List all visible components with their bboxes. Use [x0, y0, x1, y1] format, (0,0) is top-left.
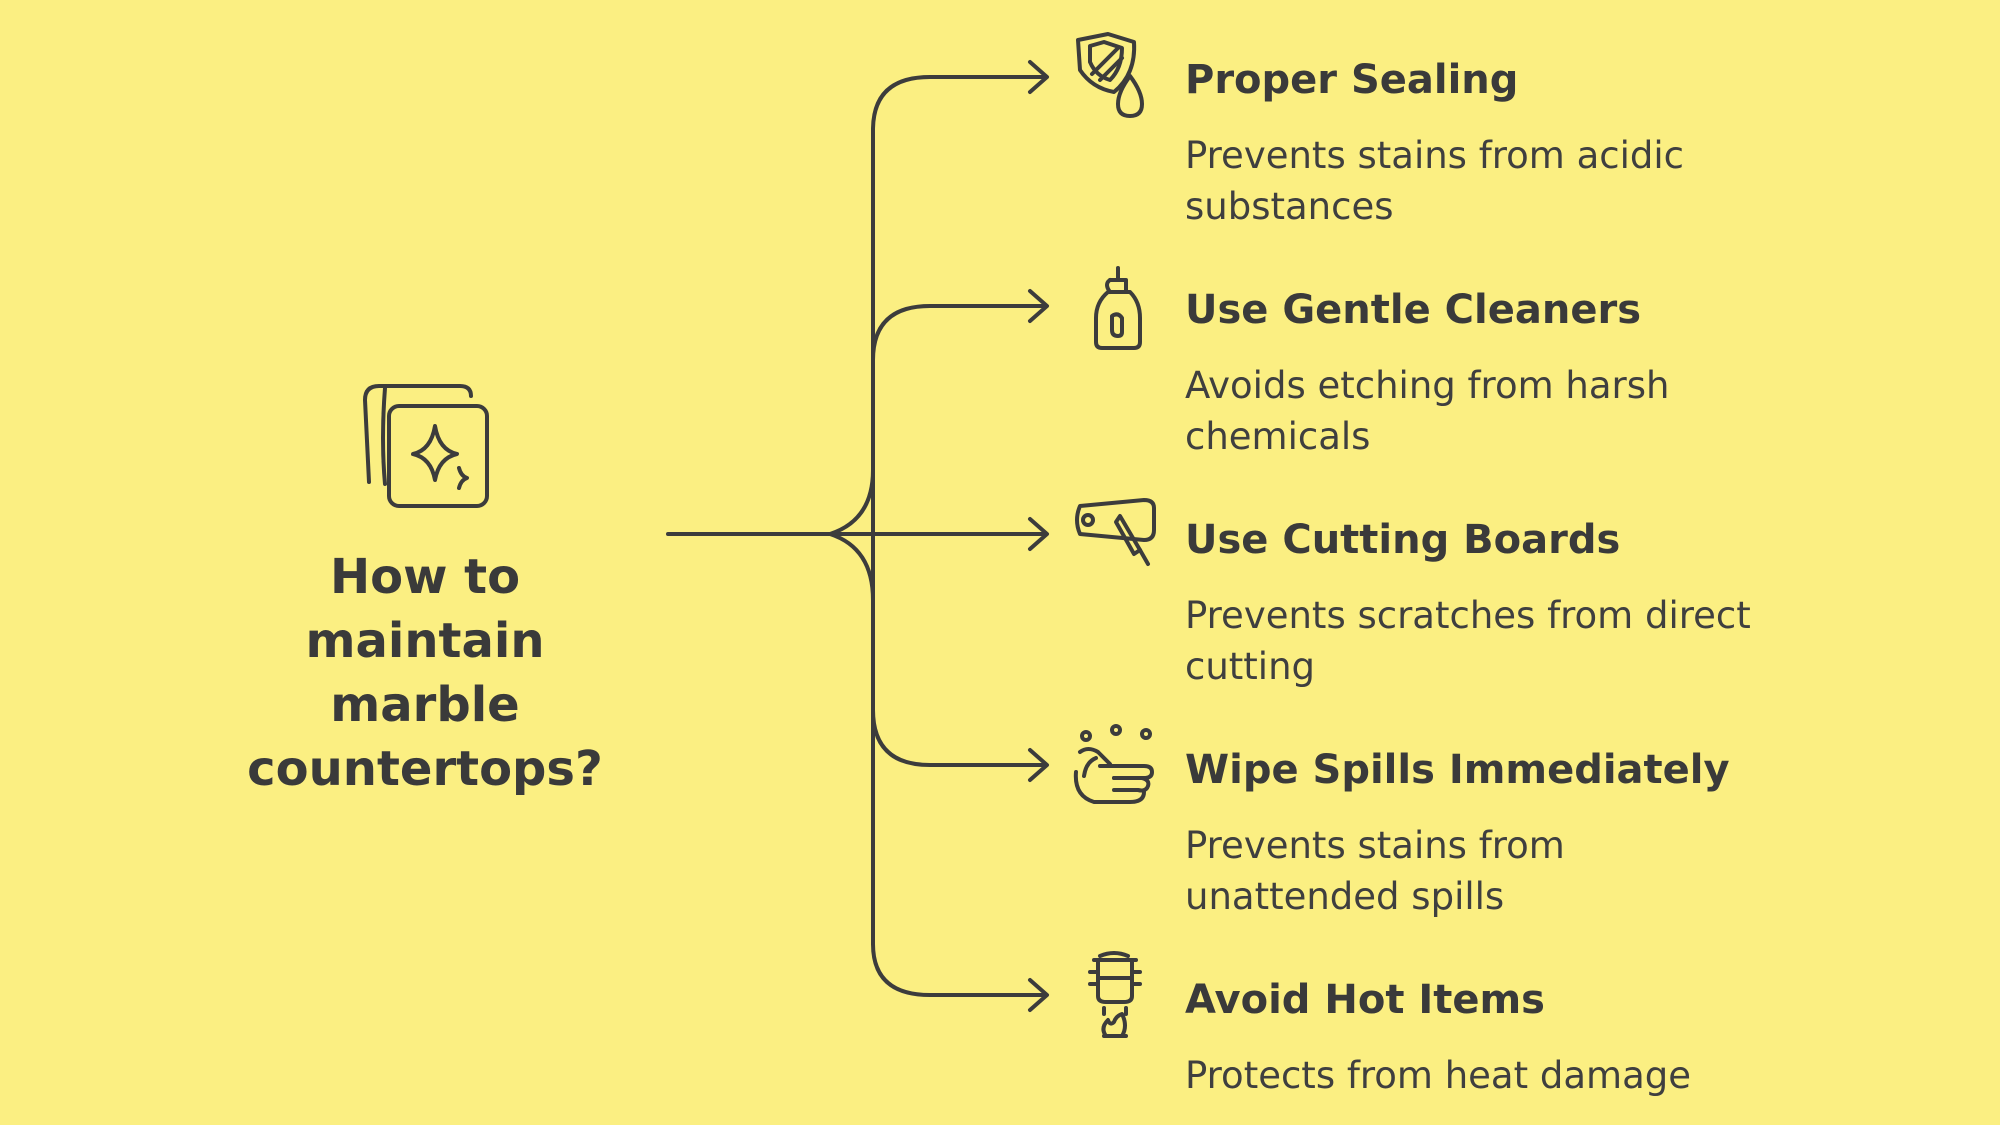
list-item: Proper Sealing Prevents stains from acid…	[1185, 55, 1825, 232]
cleaner-bottle-icon	[1070, 262, 1160, 352]
list-item: Use Gentle Cleaners Avoids etching from …	[1185, 285, 1825, 462]
item-description: Prevents stains from unattended spills	[1185, 824, 1565, 918]
root-title-line: marble	[330, 677, 520, 733]
item-title: Proper Sealing	[1185, 57, 1519, 103]
branch-1	[830, 77, 1045, 534]
item-title: Use Gentle Cleaners	[1185, 287, 1641, 333]
item-description: Protects from heat damage	[1185, 1054, 1692, 1097]
sparkle-cards-icon	[355, 380, 495, 515]
shield-drop-icon	[1070, 30, 1160, 120]
arrowhead-1	[1030, 62, 1047, 92]
arrowhead-4	[1030, 750, 1047, 780]
branch-2	[873, 306, 1045, 360]
root-title-line: maintain	[305, 613, 545, 669]
item-title: Wipe Spills Immediately	[1185, 747, 1730, 793]
item-description: Avoids etching from harsh chemicals	[1185, 364, 1670, 458]
item-title: Avoid Hot Items	[1185, 977, 1545, 1023]
arrowhead-3	[1030, 519, 1047, 549]
root-title: How to maintain marble countertops?	[215, 545, 635, 801]
root-title-line: How to	[329, 549, 521, 605]
wiping-hands-icon	[1070, 722, 1160, 812]
item-description: Prevents stains from acidic substances	[1185, 134, 1684, 228]
item-description: Prevents scratches from direct cutting	[1185, 594, 1751, 688]
arrowhead-5	[1030, 980, 1047, 1010]
cutting-board-icon	[1070, 490, 1160, 580]
arrowhead-2	[1030, 291, 1047, 321]
list-item: Wipe Spills Immediately Prevents stains …	[1185, 745, 1825, 922]
item-title: Use Cutting Boards	[1185, 517, 1621, 563]
branch-4	[873, 710, 1045, 765]
root-title-line: countertops?	[247, 741, 603, 797]
branch-5	[830, 534, 1045, 995]
list-item: Use Cutting Boards Prevents scratches fr…	[1185, 515, 1825, 692]
hot-pot-icon	[1070, 950, 1160, 1040]
list-item: Avoid Hot Items Protects from heat damag…	[1185, 975, 1825, 1101]
